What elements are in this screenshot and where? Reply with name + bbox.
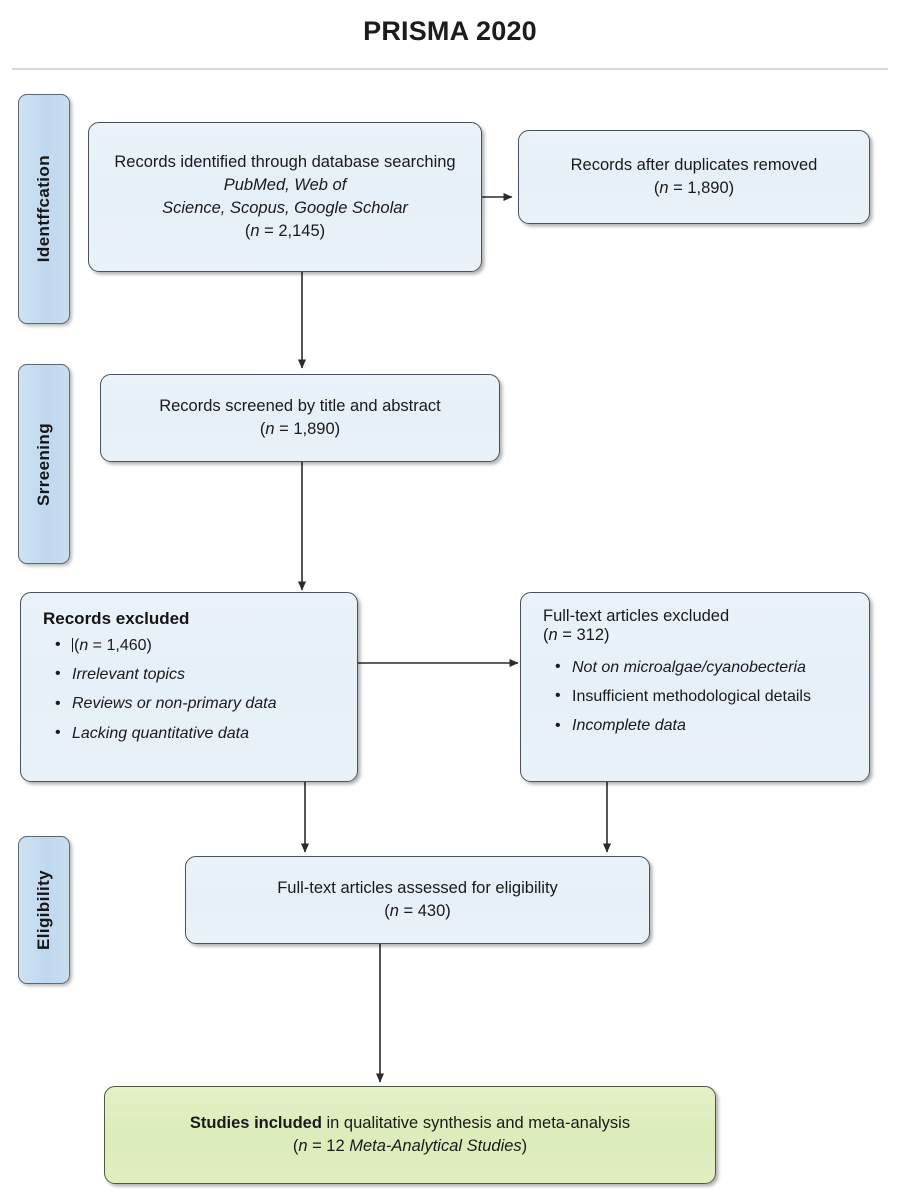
stage-label-identification: Identffcation	[18, 94, 70, 324]
list-item: Reviews or non-primary data	[55, 690, 347, 719]
box-records-screened: Records screened by title and abstract (…	[100, 374, 500, 462]
records-screened-line1: Records screened by title and abstract	[159, 397, 441, 416]
list-item: Not on microalgae/cyanobecteria	[555, 653, 859, 682]
title-divider	[12, 68, 888, 70]
stage-label-screening: Srreening	[18, 364, 70, 564]
page-title: PRISMA 2020	[363, 16, 537, 46]
list-item: Insufficient methodological details	[555, 682, 859, 711]
box-records-identified: Records identified through database sear…	[88, 122, 482, 272]
fulltext-excluded-bullet-list: Not on microalgae/cyanobecteria Insuffic…	[521, 653, 869, 741]
studies-included-line1: Studies included in qualitative synthesi…	[189, 1114, 631, 1133]
records-identified-line2: PubMed, Web of	[223, 176, 347, 195]
studies-included-count: (n = 12 Meta-Analytical Studies)	[292, 1137, 528, 1155]
fulltext-assessed-line1: Full-text articles assessed for eligibil…	[277, 879, 558, 898]
list-item: Lacking quantitative data	[55, 719, 347, 748]
stage-label-eligibility: Eligibility	[18, 836, 70, 984]
box-fulltext-assessed: Full-text articles assessed for eligibil…	[185, 856, 650, 944]
records-identified-count: (n = 2,145)	[244, 221, 326, 240]
text-caret	[72, 637, 73, 652]
box-duplicates-removed: Records after duplicates removed (n = 1,…	[518, 130, 870, 224]
list-item: Incomplete data	[555, 712, 859, 741]
records-identified-line3: Science, Scopus, Google Scholar	[162, 199, 408, 217]
stage-label-identification-text: Identffcation	[34, 155, 53, 263]
records-screened-count: (n = 1,890)	[259, 420, 341, 438]
records-excluded-heading: Records excluded	[43, 609, 190, 628]
fulltext-assessed-count: (n = 430)	[384, 902, 451, 920]
box-records-excluded: Records excluded (n = 1,460) Irrelevant …	[20, 592, 358, 782]
fulltext-excluded-count: (n = 312)	[543, 626, 610, 644]
duplicates-removed-count: (n = 1,890)	[653, 179, 735, 197]
list-item: Irrelevant topics	[55, 660, 347, 689]
stage-label-screening-text: Srreening	[34, 422, 53, 506]
box-studies-included: Studies included in qualitative synthesi…	[104, 1086, 716, 1184]
box-fulltext-excluded: Full-text articles excluded (n = 312) No…	[520, 592, 870, 782]
fulltext-excluded-heading: Full-text articles excluded	[543, 607, 730, 625]
records-identified-line1: Records identified through database sear…	[114, 153, 456, 172]
list-item: (n = 1,460)	[55, 631, 347, 660]
duplicates-removed-line1: Records after duplicates removed	[570, 156, 818, 175]
stage-label-eligibility-text: Eligibility	[34, 870, 53, 950]
records-excluded-bullet-list: (n = 1,460) Irrelevant topics Reviews or…	[21, 631, 357, 749]
